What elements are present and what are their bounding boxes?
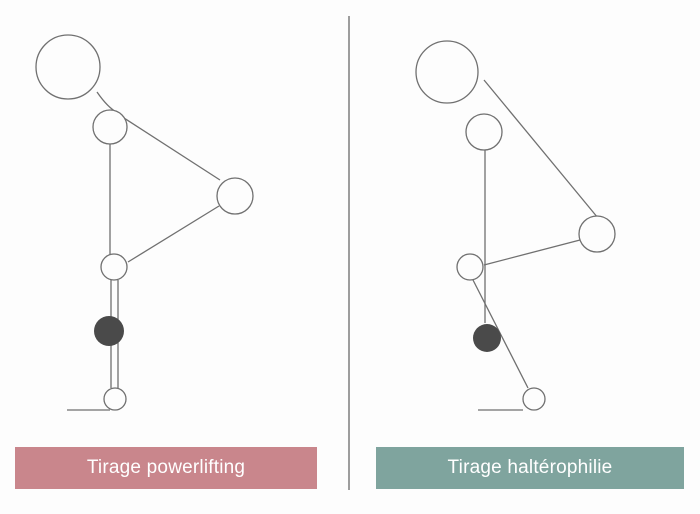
- knee-joint: [100, 253, 128, 281]
- back-line: [483, 79, 599, 219]
- back-line: [123, 117, 221, 181]
- weightlifting-figure: [415, 40, 616, 411]
- head-joint: [415, 40, 479, 104]
- shoulder-joint: [465, 113, 503, 151]
- hip-joint: [216, 177, 254, 215]
- thigh-line: [483, 239, 581, 266]
- powerlifting-label: Tirage powerlifting: [15, 447, 317, 489]
- knee-joint: [456, 253, 484, 281]
- powerlifting-figure: [35, 34, 254, 411]
- ankle-joint: [522, 387, 546, 411]
- head-joint: [35, 34, 101, 100]
- shoulder-joint: [92, 109, 128, 145]
- weightlifting-label: Tirage haltérophilie: [376, 447, 684, 489]
- thigh-line: [127, 205, 220, 263]
- barbell: [94, 316, 124, 346]
- ankle-joint: [103, 387, 127, 411]
- shin-line: [472, 279, 529, 389]
- barbell: [473, 324, 501, 352]
- hip-joint: [578, 215, 616, 253]
